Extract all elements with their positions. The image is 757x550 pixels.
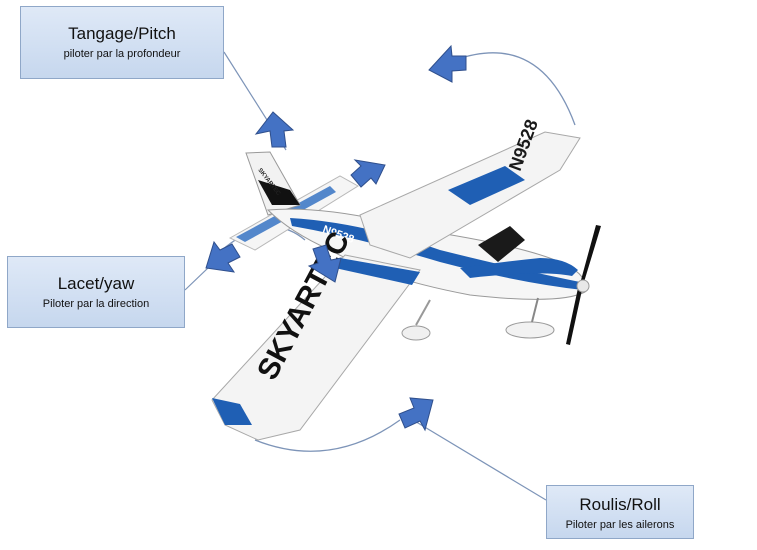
pitch-label-box: Tangage/Pitch piloter par la profondeur — [20, 6, 224, 79]
left-wheel — [401, 325, 431, 341]
left-wing — [211, 254, 421, 441]
cockpit-window — [478, 226, 525, 262]
yaw-title: Lacet/yaw — [57, 274, 135, 293]
yaw-label-box: Lacet/yaw Piloter par la direction — [7, 256, 185, 328]
front-wheel — [505, 321, 555, 339]
roll-curve — [254, 419, 401, 452]
roll-connector — [412, 419, 547, 501]
roll-label-box: Roulis/Roll Piloter par les ailerons — [546, 485, 694, 539]
roll-subtitle: Piloter par les ailerons — [565, 519, 675, 531]
roll-title: Roulis/Roll — [579, 495, 661, 514]
pitch-down-arrow-icon — [307, 244, 342, 283]
pitch-title: Tangage/Pitch — [68, 24, 176, 43]
tail-direction-arrow-icon — [350, 159, 386, 188]
yaw-left-arrow-icon — [205, 240, 241, 273]
direction-arrows — [205, 44, 467, 432]
pitch-subtitle: piloter par la profondeur — [63, 48, 181, 60]
roll-rotation-arrow-icon — [398, 397, 434, 432]
yaw-subtitle: Piloter par la direction — [42, 298, 150, 310]
propeller — [566, 225, 601, 345]
aircraft: SKYARTEC N9528 N9528 SKYARTEC — [211, 117, 601, 441]
pitch-curve — [454, 52, 576, 126]
pitch-rotation-arrow-icon — [428, 44, 467, 83]
pitch-up-arrow-icon — [254, 111, 295, 148]
